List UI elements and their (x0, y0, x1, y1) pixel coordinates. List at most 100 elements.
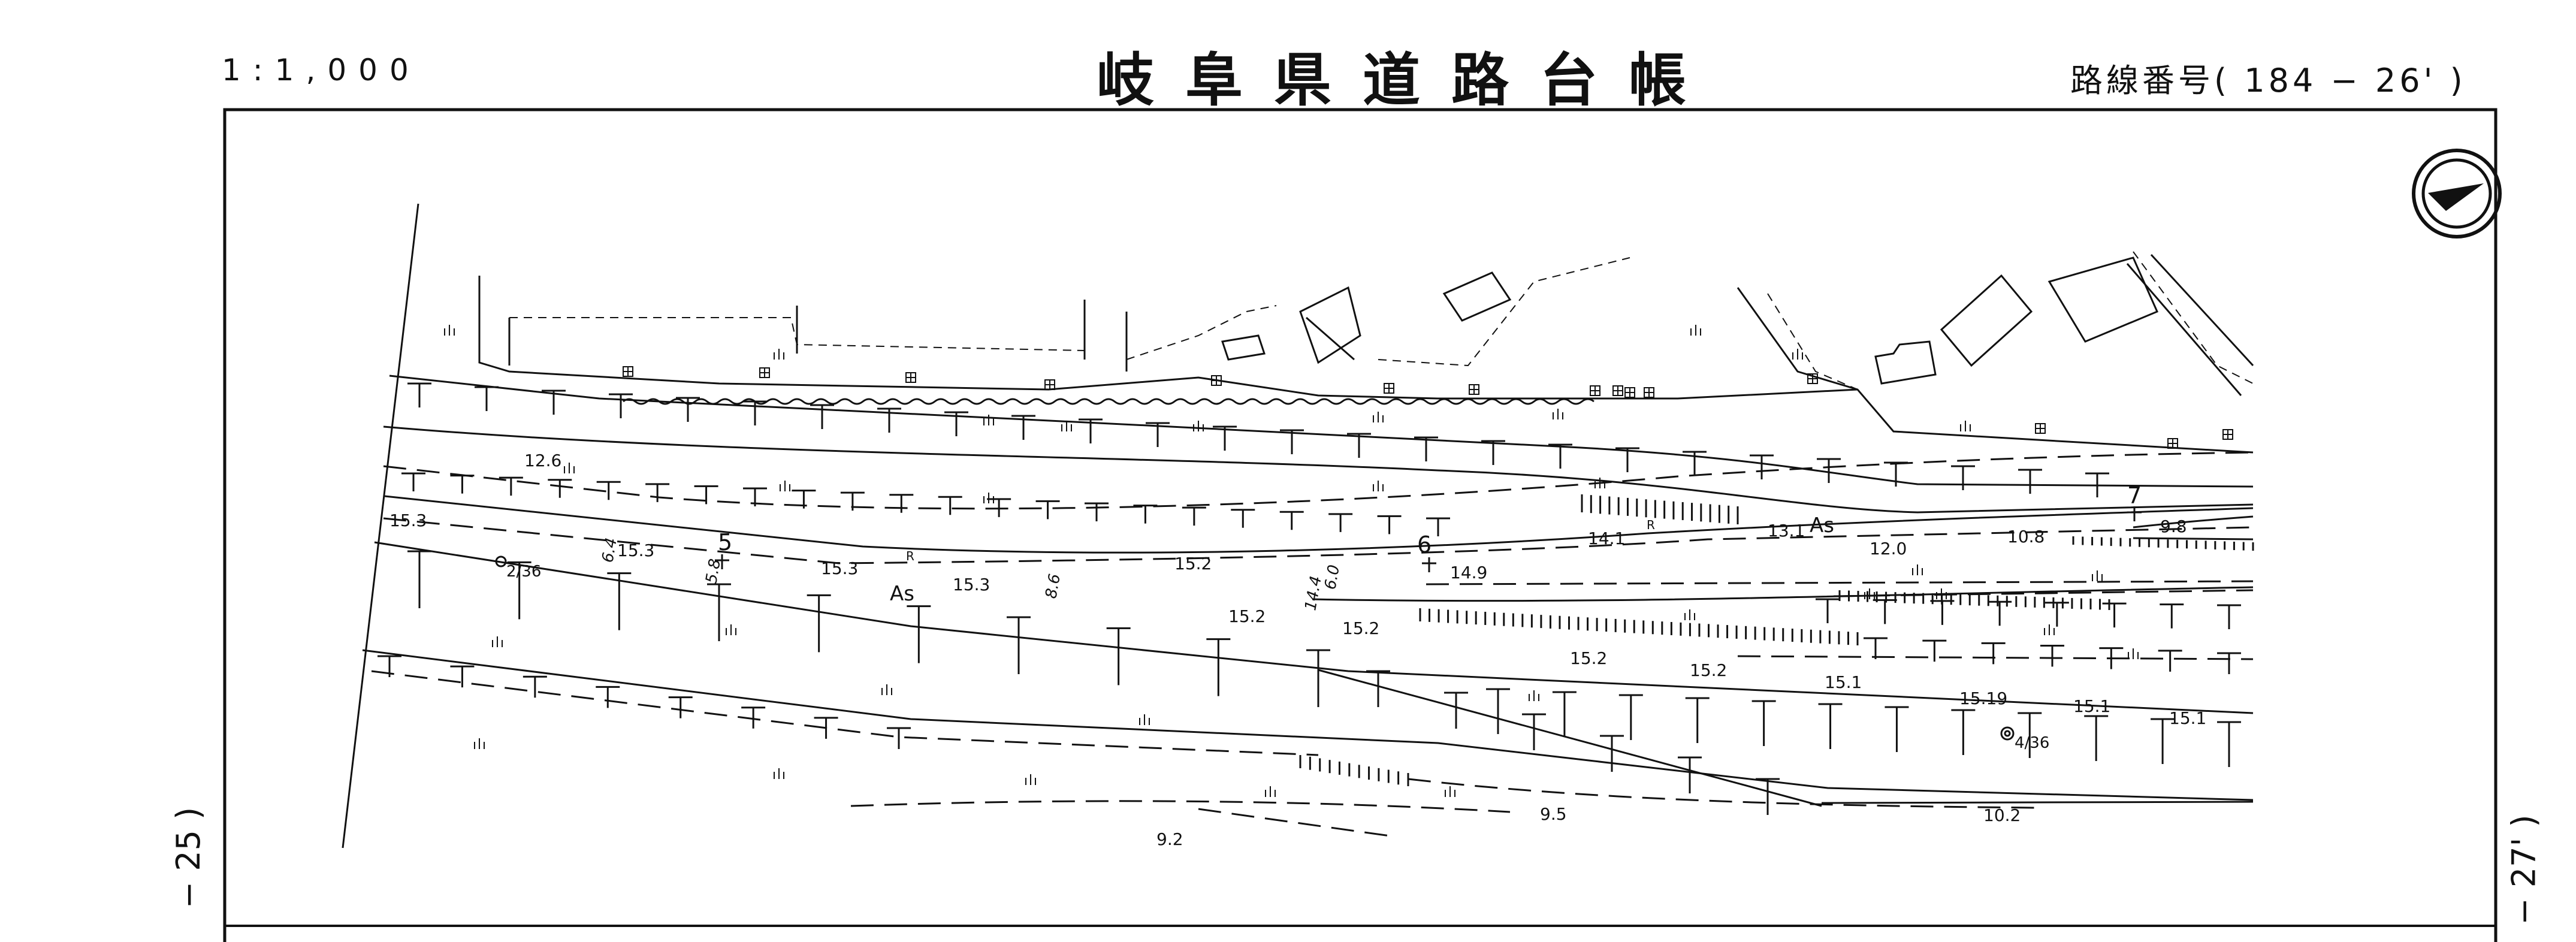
elevation-label: 15.1 (2073, 696, 2110, 716)
vegetation-mark (1594, 478, 1605, 488)
slope-symbol (596, 686, 620, 708)
slope-symbol (548, 479, 572, 498)
slope-symbol (378, 655, 401, 677)
boundary-post-cross (1469, 385, 1479, 394)
vegetation-mark (774, 349, 784, 360)
slope-symbol (694, 485, 718, 505)
elevation-label: 15.1 (1825, 672, 1862, 692)
width-label: 6.0 (1321, 563, 1343, 591)
slope-symbol (499, 476, 523, 496)
slope-symbol (2040, 645, 2064, 667)
vegetation-mark (780, 481, 790, 491)
slope-symbol (1085, 502, 1109, 521)
slope-symbol (1414, 436, 1438, 461)
elevation-label: 13.1 (1768, 521, 1805, 541)
station-crosses (715, 506, 2142, 572)
elevation-label: 12.0 (1870, 539, 1907, 558)
vegetation-mark (444, 325, 455, 336)
boundary-post-cross (1625, 388, 1635, 397)
slope-symbol (1817, 458, 1841, 483)
slope-symbol (1444, 692, 1468, 729)
slope-symbol (523, 675, 547, 698)
slope-symbol (840, 491, 865, 511)
slope-symbol (1615, 447, 1639, 472)
slope-symbol (407, 550, 431, 608)
map-scale: 1:1,000 (222, 53, 421, 87)
slope-symbol (938, 496, 962, 515)
slope-symbol (707, 583, 731, 641)
vegetation-mark (726, 624, 736, 635)
slope-symbol (1750, 454, 1774, 479)
vegetation-mark (2044, 624, 2055, 635)
benchmark-label: 2/36 (506, 563, 541, 581)
elevation-label: 9.2 (1156, 829, 1183, 849)
boundary-post-cross (760, 368, 769, 378)
elevation-label: 15.3 (821, 558, 858, 578)
slope-symbol (1280, 429, 1304, 454)
slope-symbol (1683, 451, 1707, 476)
marker-label: R (906, 549, 914, 563)
slope-symbol (607, 572, 632, 630)
elevation-label: 15.3 (617, 541, 654, 560)
slope-symbol (2160, 603, 2184, 629)
width-labels: 6.4 5.8 8.6 6.0 14.4 (599, 536, 1343, 612)
elevation-label: 15.1 (2169, 708, 2206, 728)
slope-symbol (1182, 506, 1206, 526)
width-label: 8.6 (1042, 572, 1064, 600)
slope-symbol (907, 605, 931, 663)
slope-symbol (807, 594, 831, 653)
elevation-label: 15.2 (1342, 618, 1379, 638)
slope-symbol (2084, 715, 2109, 761)
route-sheet: 26' (2375, 62, 2436, 99)
marker-labels: R R (906, 518, 1655, 563)
slope-symbol (450, 665, 475, 688)
vegetation-mark (1553, 409, 1563, 419)
elevation-label: 15.3 (389, 511, 427, 530)
slope-symbol (2158, 650, 2182, 672)
slope-symbol (475, 386, 499, 411)
slope-symbol (1816, 598, 1840, 623)
boundary-post-cross (1384, 384, 1394, 393)
slope-symbols (378, 382, 2241, 815)
surface-labels: As As (890, 514, 1834, 606)
vegetation-symbols (444, 325, 2139, 797)
station-labels: 5 6 7 (718, 482, 2142, 558)
vegetation-mark (1373, 412, 1384, 422)
slope-symbol (1884, 461, 1908, 487)
slope-symbol (1347, 433, 1371, 458)
slope-symbol (2099, 647, 2124, 669)
vegetation-mark (2092, 570, 2103, 581)
slope-symbol (2217, 721, 2241, 767)
elevation-label: 14.9 (1450, 563, 1487, 582)
vegetation-mark (1684, 609, 1695, 620)
slope-symbol (1522, 713, 1546, 750)
vegetation-mark (1529, 690, 1539, 701)
route-close: ) (2450, 62, 2466, 99)
ditch-hatching (1299, 494, 2254, 786)
slope-symbol (1951, 709, 1976, 755)
vegetation-mark (1912, 564, 1923, 575)
slope-symbol (1377, 515, 1402, 535)
vegetation-mark (1265, 786, 1276, 797)
boundary-post-cross (2223, 430, 2233, 439)
slope-symbol (1306, 649, 1330, 707)
slope-symbol (743, 400, 767, 425)
slope-symbol (944, 411, 968, 436)
slope-symbol (1600, 735, 1624, 772)
slope-symbol (1213, 425, 1237, 451)
slope-symbol (814, 717, 838, 739)
slope-symbol (1885, 706, 1909, 752)
slope-symbol (407, 382, 431, 407)
slope-symbol (1922, 639, 1947, 662)
slope-symbol (676, 397, 700, 422)
slope-symbol (1552, 691, 1577, 737)
slope-symbol (2085, 472, 2109, 497)
slope-symbol (1007, 616, 1031, 674)
boundary-post-cross (1212, 376, 1221, 385)
marker-label: R (1647, 518, 1655, 532)
surface-label: As (890, 582, 914, 606)
station-label: 7 (2127, 482, 2142, 509)
slope-symbol (1079, 418, 1103, 443)
retaining-wall (623, 398, 1594, 405)
